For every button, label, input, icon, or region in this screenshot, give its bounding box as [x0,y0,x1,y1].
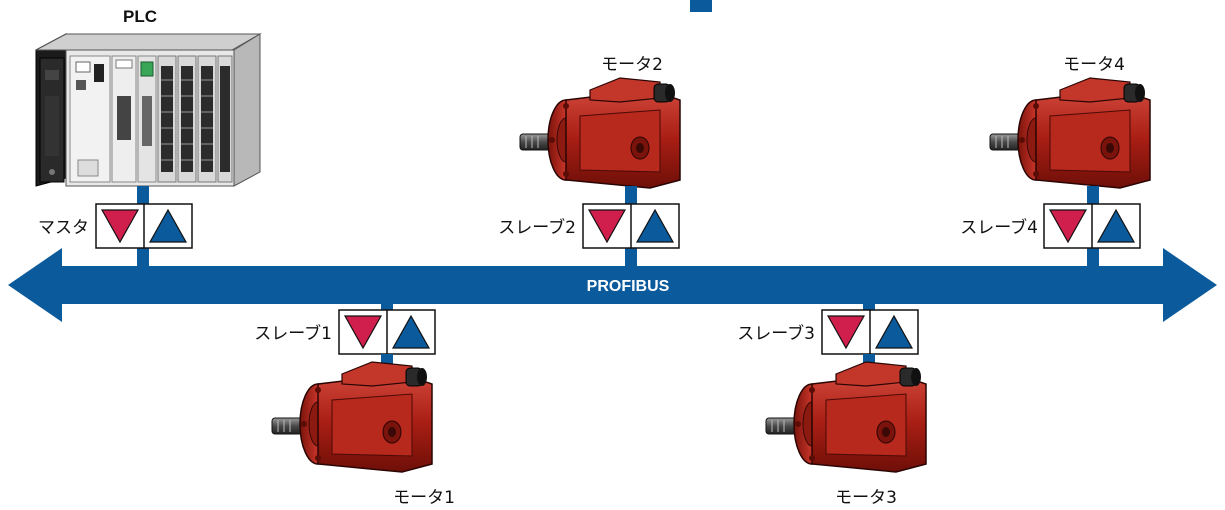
master-upper-link [137,186,149,204]
slave1-upper-link [381,302,393,310]
master-lower-link [137,248,149,268]
slave2-label: スレーブ2 [498,217,576,238]
slave1-transceiver-icon [338,309,436,355]
slave2-upper-link [625,186,637,204]
plc-label: PLC [123,7,157,26]
slave1-label: スレーブ1 [254,323,332,344]
motor2-icon [519,77,681,189]
slave3-upper-link [863,302,875,310]
motor1-label: モータ1 [393,488,455,508]
slave4-upper-link [1087,186,1099,204]
motor4-icon [989,77,1151,189]
slave4-label: スレーブ4 [960,217,1038,238]
top-marker [690,0,712,12]
bus-label: PROFIBUS [587,278,670,295]
slave3-transceiver-icon [821,309,919,355]
slave3-label: スレーブ3 [737,323,815,344]
motor3-icon [765,361,927,473]
motor4-label: モータ4 [1063,55,1125,75]
slave4-lower-link [1087,248,1099,268]
profibus-bus-arrow [8,248,1217,322]
motor1-icon [271,361,433,473]
motor3-label: モータ3 [835,488,897,508]
slave2-lower-link [625,248,637,268]
slave2-transceiver-icon [582,203,680,249]
master-transceiver-icon [95,203,193,249]
master-label: マスタ [38,218,89,238]
motor2-label: モータ2 [601,55,663,75]
plc-rack-icon [35,33,262,187]
slave4-transceiver-icon [1043,203,1141,249]
